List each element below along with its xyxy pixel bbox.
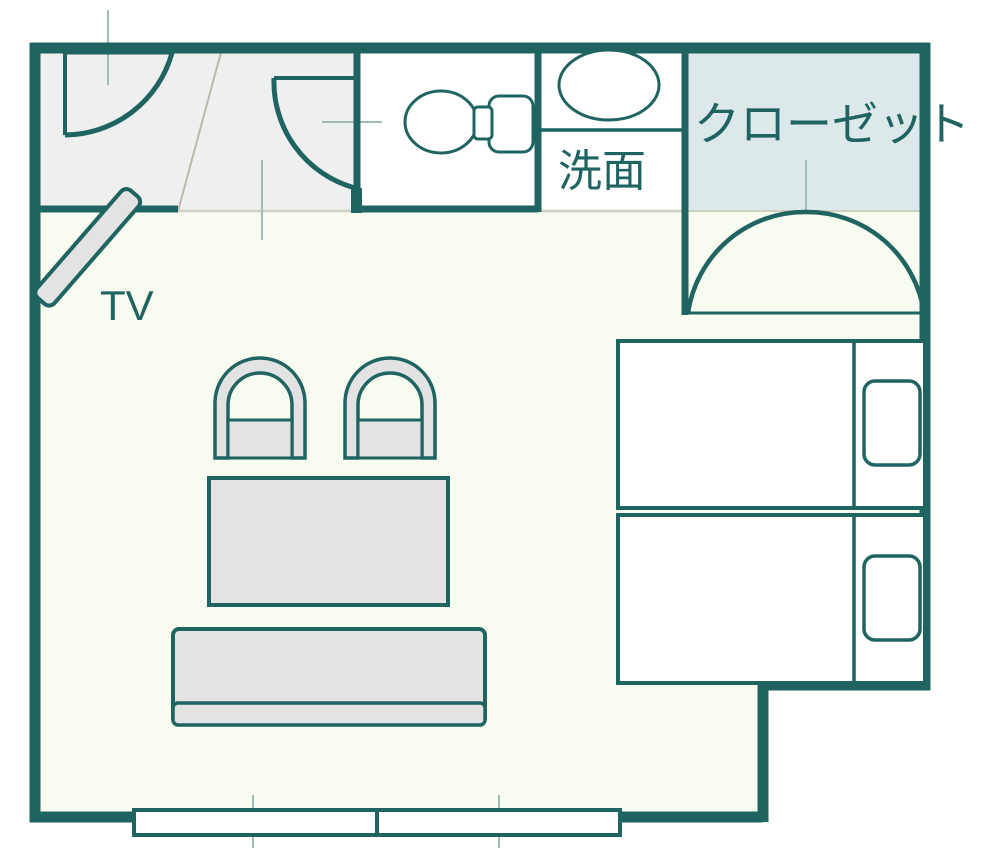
entrance-floor — [30, 43, 357, 210]
closet-door-right[interactable] — [805, 209, 927, 314]
bed-lower — [616, 513, 927, 685]
closet-door-left[interactable] — [685, 209, 807, 314]
armchair-right — [343, 356, 437, 460]
toilet-door[interactable] — [271, 76, 356, 191]
window — [132, 808, 622, 837]
toilet-tank — [487, 94, 535, 154]
sofa-bench — [171, 627, 487, 727]
tv-label: TV — [100, 282, 154, 329]
pillow-upper — [862, 379, 922, 467]
armchair-left — [213, 356, 307, 460]
washbasin-sink — [557, 48, 661, 122]
toilet-door-jamb — [351, 188, 362, 213]
toilet-connector — [472, 105, 494, 141]
entry-step-diagonal — [177, 44, 224, 212]
pillow-lower — [862, 554, 922, 642]
bed-upper — [616, 339, 927, 510]
guest-room-floor-notch — [758, 685, 933, 825]
tv-panel — [33, 187, 143, 308]
entrance-door[interactable] — [63, 51, 175, 138]
closet-label: クローゼット — [694, 98, 970, 150]
closet-doors[interactable] — [685, 209, 927, 315]
washbasin-label: 洗面 — [558, 147, 646, 196]
toilet-fixture — [403, 89, 535, 155]
table — [207, 476, 450, 607]
closet-floor — [685, 43, 930, 210]
toilet-bowl — [403, 89, 479, 155]
